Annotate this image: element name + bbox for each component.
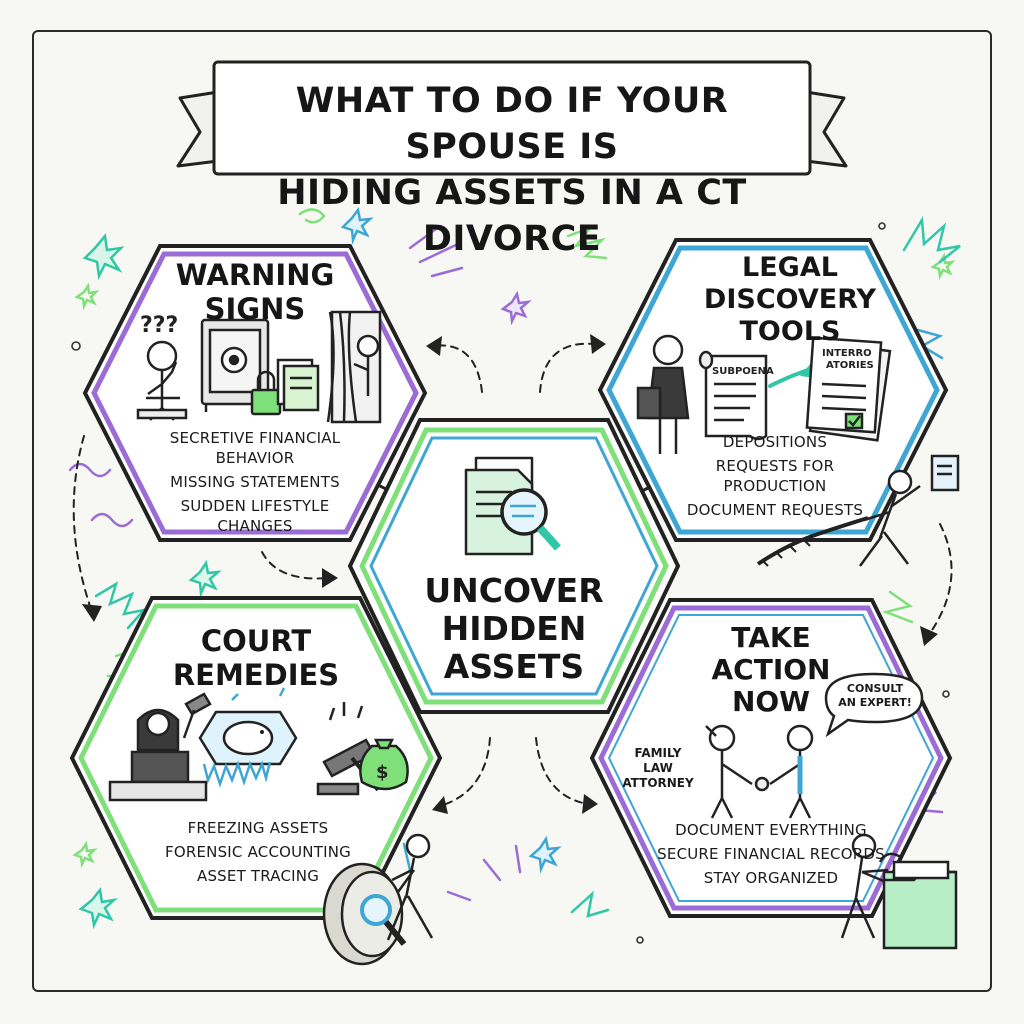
warning-signs-title-line-1: WARNING — [175, 258, 335, 292]
legal-item-2: REQUESTS FOR PRODUCTION — [715, 457, 835, 495]
warning-signs-title-line-2: SIGNS — [204, 292, 306, 326]
take-action-list: DOCUMENT EVERYTHING SECURE FINANCIAL REC… — [646, 820, 896, 892]
bubble-line-1: CONSULT — [846, 682, 904, 695]
coin-pushing-person-icon — [322, 833, 434, 966]
filing-person-folder-icon — [840, 833, 958, 950]
page-title-line-2: HIDING ASSETS IN A CT DIVORCE — [277, 173, 747, 259]
confused-person-icon — [136, 340, 188, 421]
flow-arrowheads — [82, 334, 938, 814]
statements-icon — [276, 358, 320, 412]
action-title-line-1: TAKE — [731, 621, 811, 654]
legal-title-line-2: DISCOVERY — [703, 284, 877, 315]
hex-center — [347, 418, 681, 714]
action-item-1: DOCUMENT EVERYTHING — [675, 821, 867, 839]
page-title: WHAT TO DO IF YOUR SPOUSE IS HIDING ASSE… — [240, 78, 784, 262]
legal-item-3: DOCUMENT REQUESTS — [686, 501, 864, 519]
frozen-piggy-bank-icon — [198, 687, 298, 788]
handshake-icon — [705, 724, 814, 819]
court-title-line-1: COURT — [200, 624, 312, 658]
interrogatories-label-2: ATORIES — [826, 360, 874, 371]
center-title-line-2: HIDDEN — [441, 609, 587, 648]
warning-item-2: MISSING STATEMENTS — [170, 473, 340, 491]
peeking-person-curtain-icon — [326, 310, 382, 424]
take-action-title: TAKE ACTION NOW — [676, 622, 866, 718]
center-title-line-3: ASSETS — [443, 647, 585, 686]
page-border — [32, 30, 992, 992]
page-title-line-1: WHAT TO DO IF YOUR SPOUSE IS — [295, 81, 729, 167]
rope-pulling-person-icon — [756, 454, 960, 567]
bubble-line-2: AN EXPERT! — [838, 696, 912, 709]
action-title-line-2: ACTION — [711, 653, 831, 686]
warning-signs-list: SECRETIVE FINANCIAL BEHAVIOR MISSING STA… — [150, 428, 360, 540]
consult-expert-bubble-text: CONSULT AN EXPERT! — [830, 682, 920, 710]
legal-discovery-list: DEPOSITIONS REQUESTS FOR PRODUCTION DOCU… — [680, 432, 870, 524]
subpoena-scroll-icon — [698, 350, 768, 441]
judge-icon — [108, 692, 212, 802]
legal-item-1: DEPOSITIONS — [722, 433, 828, 451]
court-item-3: ASSET TRACING — [196, 867, 320, 885]
warning-item-3: SUDDEN LIFESTYLE CHANGES — [180, 497, 330, 535]
family-law-attorney-label: FAMILY LAW ATTORNEY — [616, 746, 700, 791]
safe-icon — [200, 318, 270, 412]
attorney-line-1: FAMILY — [634, 746, 682, 760]
center-title: UNCOVER HIDDEN ASSETS — [420, 572, 608, 686]
action-title-line-3: NOW — [731, 685, 811, 718]
attorney-line-2: LAW — [643, 761, 673, 775]
court-title-line-2: REMEDIES — [172, 658, 340, 692]
action-item-2: SECURE FINANCIAL RECORDS — [657, 845, 885, 863]
title-banner — [176, 60, 848, 176]
interrogatories-doc-icon — [805, 336, 892, 442]
center-title-line-1: UNCOVER — [424, 571, 604, 610]
legal-title-line-1: LEGAL — [742, 252, 838, 283]
magnifier-document-icon — [464, 456, 561, 556]
court-item-1: FREEZING ASSETS — [187, 819, 329, 837]
legal-title-line-3: TOOLS — [739, 316, 841, 347]
subpoena-label: SUBPOENA — [712, 366, 774, 377]
interrogatories-label-1: INTERRO — [822, 348, 872, 359]
court-remedies-title: COURT REMEDIES — [156, 624, 356, 692]
decorative-sparks — [68, 207, 961, 944]
hex-legal-discovery — [597, 238, 949, 542]
lawyer-person-icon — [636, 334, 690, 454]
warning-signs-title: WARNING SIGNS — [150, 258, 360, 326]
money-symbol: $ — [376, 762, 389, 783]
action-item-3: STAY ORGANIZED — [703, 869, 839, 887]
warning-item-1: SECRETIVE FINANCIAL BEHAVIOR — [169, 429, 341, 467]
legal-discovery-title: LEGAL DISCOVERY TOOLS — [690, 252, 890, 348]
speech-bubble — [824, 672, 924, 738]
court-item-2: FORENSIC ACCOUNTING — [165, 843, 351, 861]
question-marks: ??? — [140, 313, 178, 338]
gavel-money-bag-icon — [316, 702, 409, 796]
attorney-line-3: ATTORNEY — [622, 776, 694, 790]
court-remedies-list: FREEZING ASSETS FORENSIC ACCOUNTING ASSE… — [148, 818, 368, 890]
